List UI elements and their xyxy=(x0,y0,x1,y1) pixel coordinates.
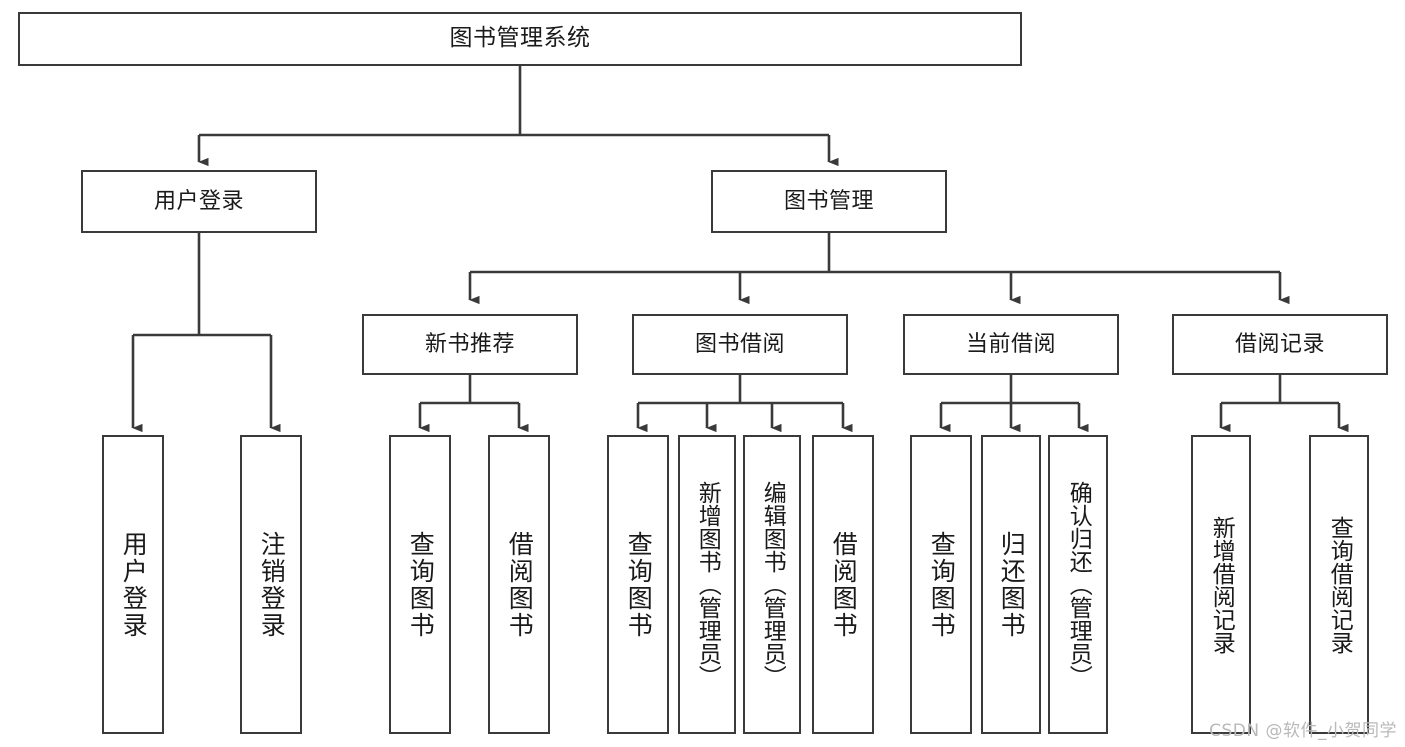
node-root-book-management-system[interactable]: 图书管理系统 xyxy=(18,12,1022,66)
node-leaf-edit-book[interactable]: 编辑图书（管理员） xyxy=(743,435,801,734)
node-leaf-user-login[interactable]: 用户登录 xyxy=(102,435,164,734)
node-leaf-query-book-3[interactable]: 查询图书 xyxy=(910,435,972,734)
node-leaf-user-logout[interactable]: 注销登录 xyxy=(240,435,302,734)
node-leaf-add-book[interactable]: 新增图书（管理员） xyxy=(678,435,736,734)
node-leaf-confirm-return[interactable]: 确认归还（管理员） xyxy=(1048,435,1108,734)
node-current-borrow-label: 当前借阅 xyxy=(965,331,1056,357)
node-leaf-query-book-1-label: 查询图书 xyxy=(406,530,436,639)
node-leaf-query-book-2[interactable]: 查询图书 xyxy=(607,435,669,734)
node-user-login[interactable]: 用户登录 xyxy=(81,170,317,233)
node-book-borrow-label: 图书借阅 xyxy=(694,331,785,357)
node-leaf-return-book[interactable]: 归还图书 xyxy=(981,435,1041,734)
node-book-manage[interactable]: 图书管理 xyxy=(711,170,947,233)
node-leaf-user-login-label: 用户登录 xyxy=(119,530,149,639)
node-leaf-add-record-label: 新增借阅记录 xyxy=(1208,515,1235,654)
node-user-login-label: 用户登录 xyxy=(153,188,244,214)
node-new-book-recommend[interactable]: 新书推荐 xyxy=(362,314,578,375)
node-current-borrow[interactable]: 当前借阅 xyxy=(903,314,1119,375)
node-leaf-query-book-1[interactable]: 查询图书 xyxy=(389,435,451,734)
node-leaf-borrow-book-1-label: 借阅图书 xyxy=(505,530,535,639)
node-book-manage-label: 图书管理 xyxy=(783,188,874,214)
node-leaf-borrow-book-2[interactable]: 借阅图书 xyxy=(812,435,874,734)
node-leaf-query-record-label: 查询借阅记录 xyxy=(1326,515,1353,654)
node-leaf-add-book-label: 新增图书（管理员） xyxy=(694,481,721,688)
node-leaf-return-book-label: 归还图书 xyxy=(997,530,1027,639)
node-book-borrow[interactable]: 图书借阅 xyxy=(632,314,848,375)
node-leaf-query-record[interactable]: 查询借阅记录 xyxy=(1309,435,1369,734)
node-root-label: 图书管理系统 xyxy=(449,25,591,52)
node-leaf-borrow-book-2-label: 借阅图书 xyxy=(829,530,859,639)
node-leaf-edit-book-label: 编辑图书（管理员） xyxy=(759,481,786,688)
node-leaf-confirm-return-label: 确认归还（管理员） xyxy=(1065,481,1092,688)
csdn-watermark: CSDN @软件_小贺同学 xyxy=(1209,721,1397,741)
node-borrow-record-label: 借阅记录 xyxy=(1234,331,1325,357)
node-leaf-borrow-book-1[interactable]: 借阅图书 xyxy=(488,435,550,734)
node-leaf-add-record[interactable]: 新增借阅记录 xyxy=(1191,435,1251,734)
node-leaf-query-book-2-label: 查询图书 xyxy=(624,530,654,639)
node-borrow-record[interactable]: 借阅记录 xyxy=(1172,314,1388,375)
node-leaf-query-book-3-label: 查询图书 xyxy=(927,530,957,639)
node-new-book-recommend-label: 新书推荐 xyxy=(424,331,515,357)
node-leaf-user-logout-label: 注销登录 xyxy=(257,530,287,639)
